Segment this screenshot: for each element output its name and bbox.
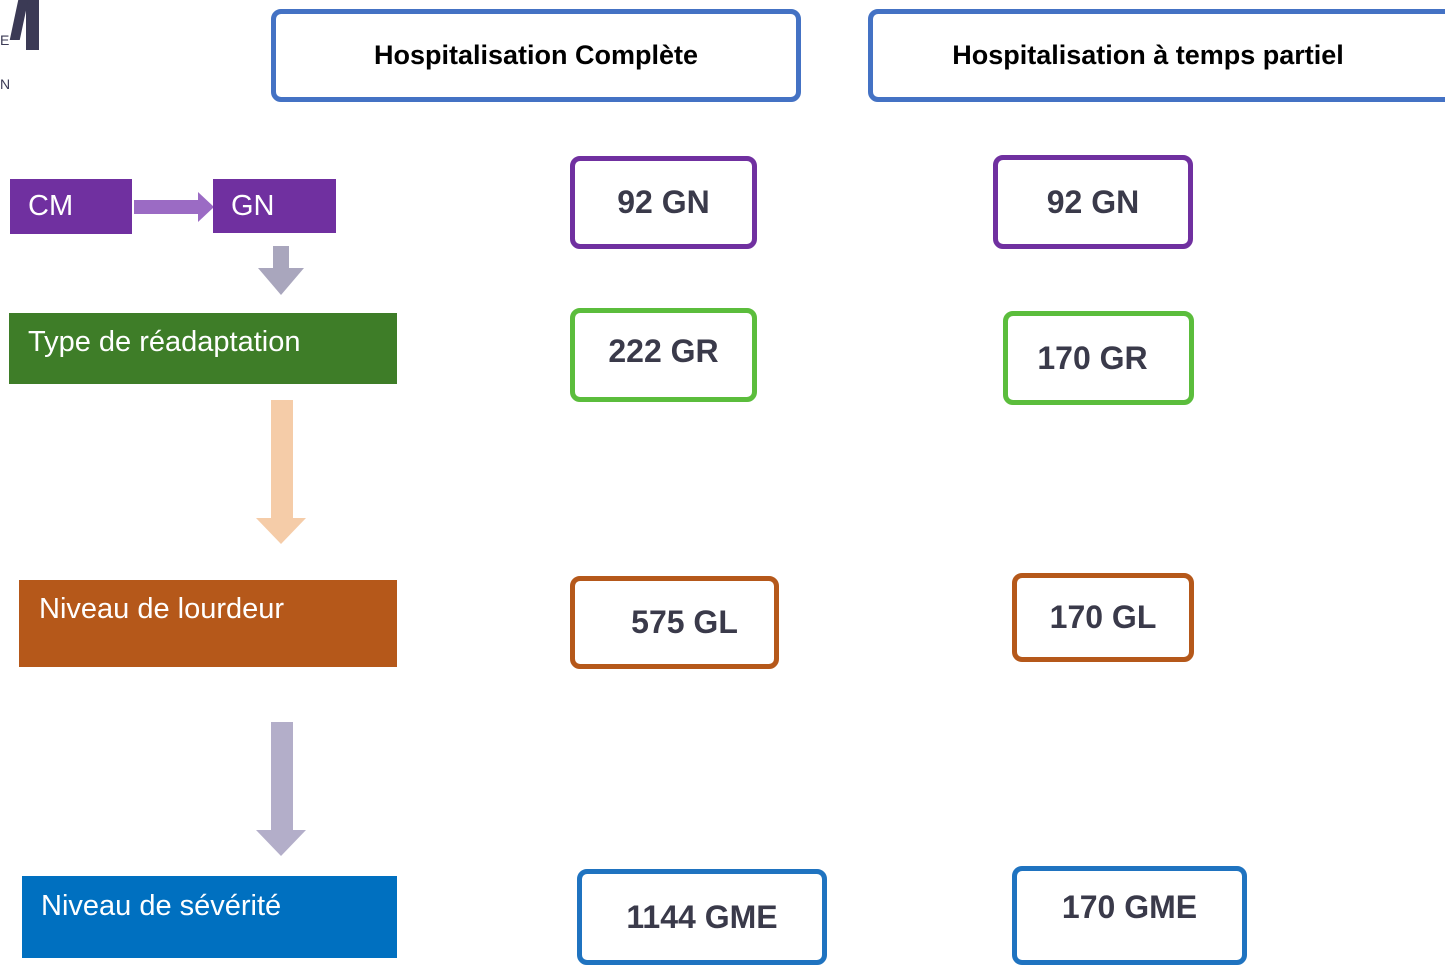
header-hospitalisation-partielle: Hospitalisation à temps partiel <box>868 9 1445 102</box>
partial-gl-count: 170 GL <box>1012 573 1194 662</box>
complete-gr-count: 222 GR <box>570 308 757 402</box>
step-type-readaptation: Type de réadaptation <box>9 313 397 384</box>
logo-letter-e: E <box>0 32 10 48</box>
step-niveau-severite: Niveau de sévérité <box>22 876 397 958</box>
partial-gr-count: 170 GR <box>1003 311 1194 405</box>
complete-gme-count: 1144 GME <box>577 869 827 965</box>
lourdeur-to-severite-arrow-icon <box>256 722 306 856</box>
step-niveau-lourdeur-label: Niveau de lourdeur <box>39 593 285 625</box>
complete-gn-count: 92 GN <box>570 156 757 249</box>
header-hospitalisation-complete: Hospitalisation Complète <box>271 9 801 102</box>
step-cm-label: CM <box>28 190 74 222</box>
partial-gn-count: 92 GN <box>993 155 1193 249</box>
step-niveau-severite-label: Niveau de sévérité <box>41 890 282 922</box>
complete-gl-count: 575 GL <box>570 576 779 669</box>
partial-gme-count: 170 GME <box>1012 866 1247 965</box>
logo: E N <box>0 0 50 100</box>
step-gn-label: GN <box>231 189 275 222</box>
gn-to-type-arrow-icon <box>258 246 304 295</box>
step-cm: CM <box>10 179 132 234</box>
step-type-readaptation-label: Type de réadaptation <box>28 326 301 358</box>
step-gn: GN <box>213 179 336 233</box>
logo-letters-on: N <box>0 76 11 92</box>
cm-to-gn-arrow-icon <box>134 192 214 222</box>
step-niveau-lourdeur: Niveau de lourdeur <box>19 580 397 667</box>
logo-bar-icon <box>26 0 39 50</box>
type-to-lourdeur-arrow-icon <box>256 400 306 544</box>
